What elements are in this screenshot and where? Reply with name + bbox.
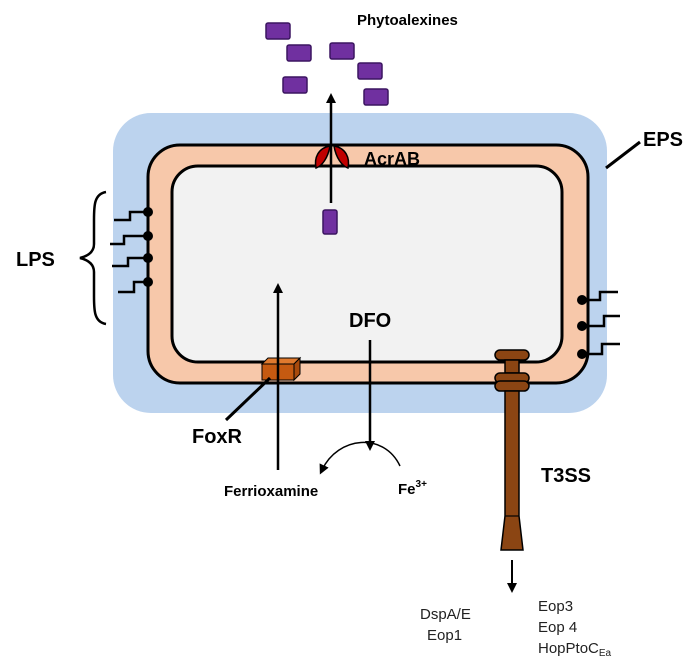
dfo-label: DFO	[349, 310, 391, 332]
lps-anchors-right	[577, 295, 587, 359]
acrab-label: AcrAB	[364, 149, 420, 169]
foxr-pointer	[224, 376, 272, 422]
phytoalexine-molecule	[329, 42, 355, 60]
phytoalexine-molecule	[286, 44, 312, 62]
lps-structures-right	[582, 290, 620, 356]
lps-structures	[110, 210, 148, 294]
phytoalexine-molecule	[357, 62, 383, 80]
phytoalexine-molecule	[363, 88, 389, 106]
lps-brace	[79, 190, 107, 326]
cytoplasm	[170, 164, 564, 364]
phytoalexine-molecule	[282, 76, 308, 94]
effector-eop1: Eop1	[427, 627, 462, 644]
phytoalexine-molecule	[265, 22, 291, 40]
phytoalexine-inside	[322, 209, 338, 235]
foxr-receptor	[260, 356, 302, 382]
t3ss-apparatus	[494, 349, 530, 551]
effector-dspae: DspA/E	[420, 606, 471, 623]
t3ss-label: T3SS	[541, 465, 591, 487]
acrab-pump	[314, 145, 350, 169]
ferrioxamine-label: Ferrioxamine	[224, 483, 318, 500]
effector-eop4: Eop 4	[538, 619, 577, 636]
effector-hopptoc: HopPtoCEa	[538, 640, 612, 656]
eps-label: EPS	[643, 129, 683, 151]
iron-binding-arrow	[319, 441, 401, 475]
foxr-label: FoxR	[192, 426, 243, 448]
iron-label: Fe3+	[398, 479, 427, 498]
eps-pointer	[605, 140, 641, 170]
phytoalexines-label: Phytoalexines	[357, 12, 458, 29]
lps-anchors	[143, 207, 153, 287]
phytoalexine-molecules	[265, 22, 389, 106]
effector-eop3: Eop3	[538, 598, 573, 615]
lps-label: LPS	[16, 249, 55, 271]
